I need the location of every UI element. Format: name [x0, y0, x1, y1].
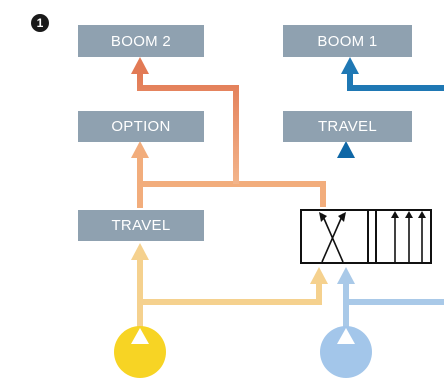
directional-valve — [300, 209, 432, 264]
arrow-up-icon — [337, 141, 355, 158]
orange-line-boom2 — [137, 72, 239, 184]
arrow-up-icon — [337, 267, 355, 284]
pump-left — [114, 326, 166, 378]
pump-right — [320, 326, 372, 378]
arrow-up-icon — [310, 267, 328, 284]
blue-line-boom1 — [347, 72, 444, 91]
travel-left-box: TRAVEL — [78, 210, 204, 241]
boom-1-box: BOOM 1 — [283, 25, 412, 57]
supply-line-left — [137, 258, 322, 340]
orange-line — [137, 156, 326, 208]
arrow-up-icon — [131, 243, 149, 260]
option-box: OPTION — [78, 111, 204, 142]
arrow-up-icon — [131, 141, 149, 158]
boom-2-box: BOOM 2 — [78, 25, 204, 57]
arrow-up-icon — [341, 57, 359, 74]
step-number-badge: 1 — [31, 14, 49, 32]
travel-right-box: TRAVEL — [283, 111, 412, 142]
arrow-up-icon — [131, 57, 149, 74]
